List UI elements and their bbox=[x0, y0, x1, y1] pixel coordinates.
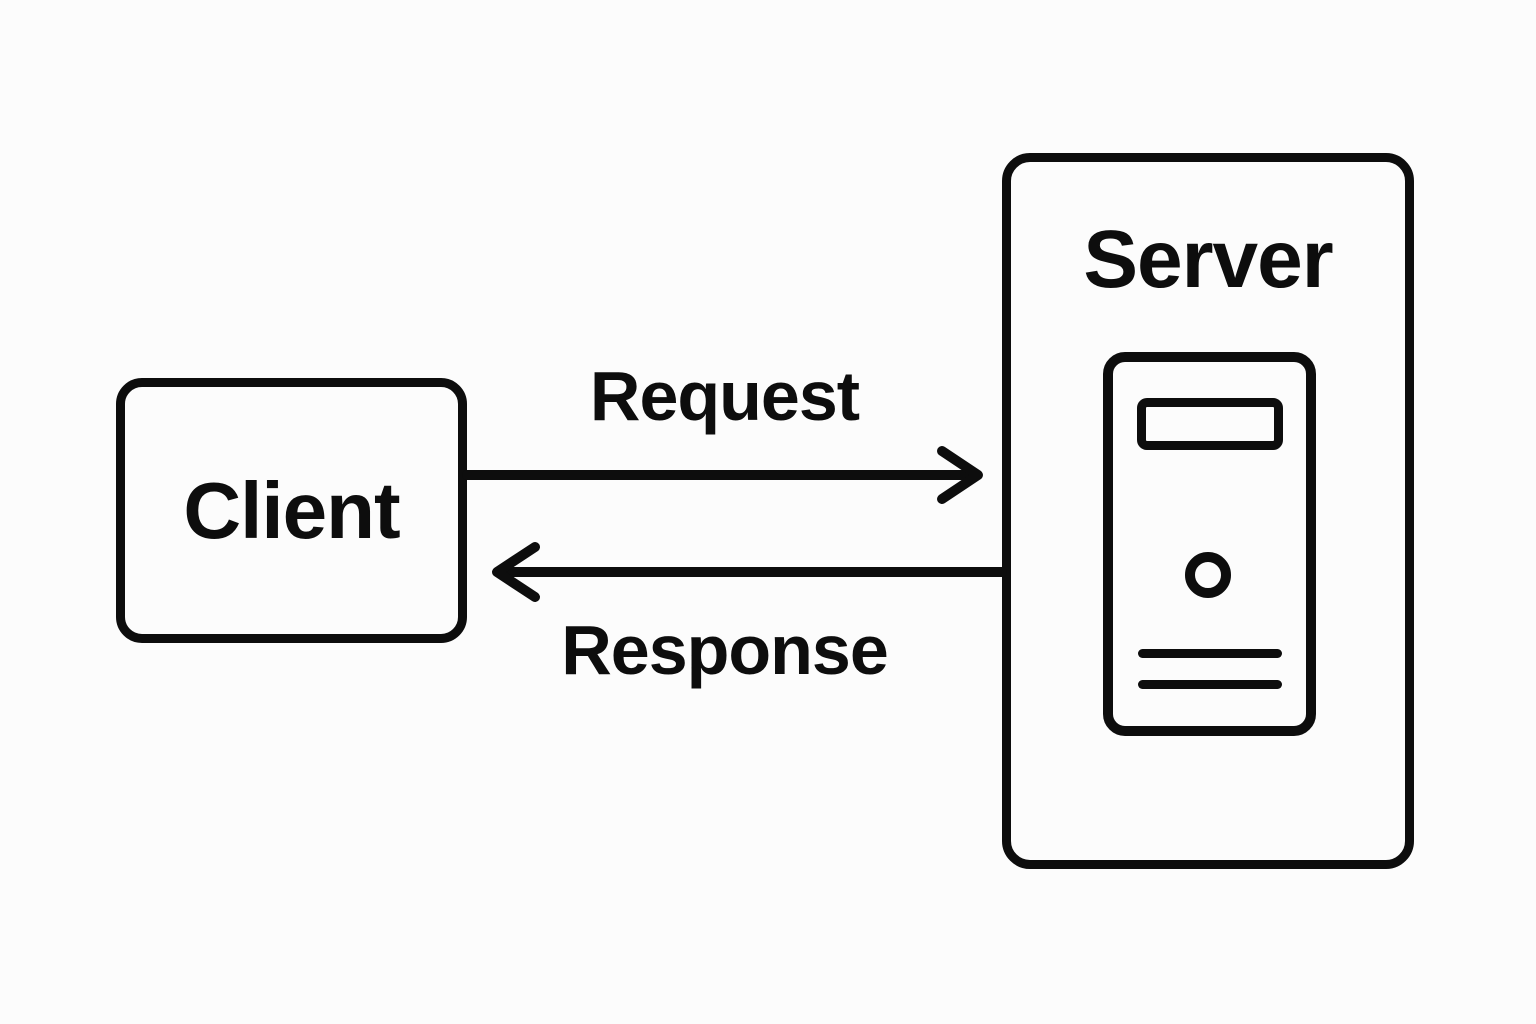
request-arrow bbox=[462, 446, 983, 504]
request-arrowhead-icon bbox=[937, 446, 983, 504]
request-edge-label: Request bbox=[589, 357, 860, 435]
response-arrow bbox=[492, 542, 1007, 602]
client-node: Client bbox=[116, 378, 467, 643]
response-arrowhead-icon bbox=[492, 542, 540, 602]
server-tower-drive-slot bbox=[1137, 398, 1283, 450]
server-tower-power-button-icon bbox=[1185, 552, 1231, 598]
client-node-label: Client bbox=[183, 465, 400, 555]
server-tower-vent-line bbox=[1138, 649, 1282, 658]
server-tower-vent-line bbox=[1138, 680, 1282, 689]
response-edge-label: Response bbox=[561, 611, 889, 689]
server-node-label: Server bbox=[1083, 214, 1333, 305]
